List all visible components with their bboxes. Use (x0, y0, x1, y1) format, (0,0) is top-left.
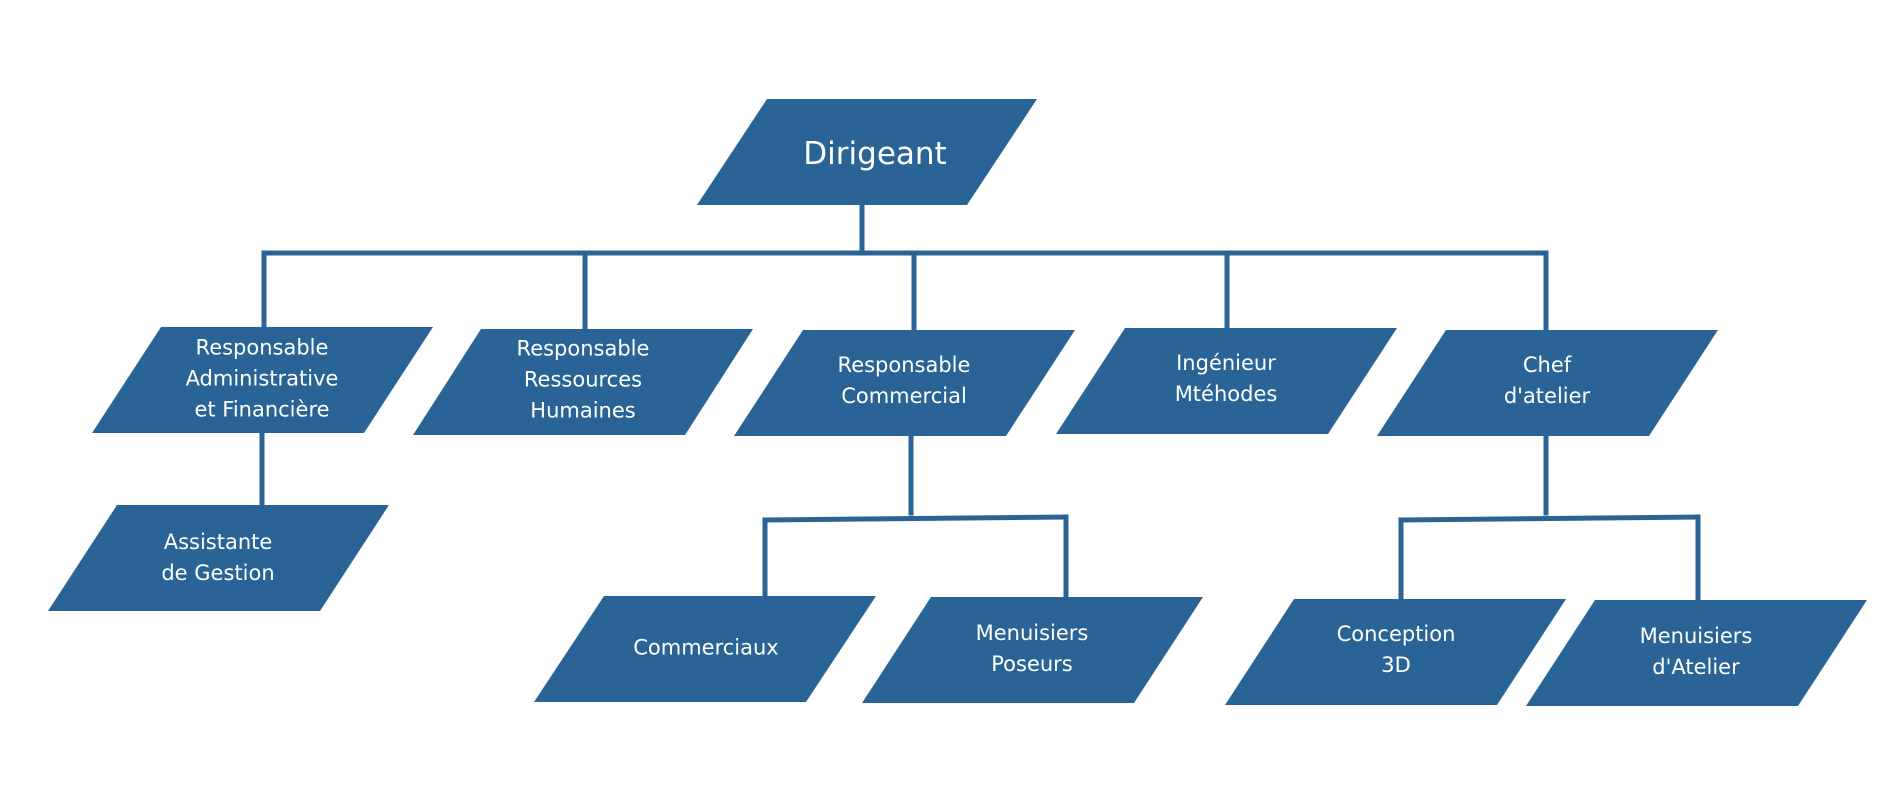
node-label-line: Menuisiers (1640, 624, 1753, 648)
node-label-line: d'Atelier (1652, 655, 1740, 679)
node-label-line: Responsable (196, 335, 329, 359)
node-shape (697, 99, 1037, 205)
connector-lines (259, 202, 1701, 601)
node-label-line: Dirigeant (803, 136, 946, 172)
node-label-line: et Financière (194, 397, 329, 421)
node-chef-atelier: Chef d'atelier (1377, 330, 1718, 436)
node-commerciaux: Commerciaux (534, 596, 876, 702)
node-label-line: Humaines (530, 398, 635, 422)
node-label: Menuisiers d'Atelier (1640, 624, 1753, 679)
node-shape (1225, 599, 1566, 705)
node-shape (534, 596, 876, 702)
node-shape (734, 330, 1075, 436)
node-label-line: Responsable (838, 353, 971, 377)
node-label-line: Commercial (841, 384, 967, 408)
node-shape (1377, 330, 1718, 436)
node-label-line: Mtéhodes (1175, 382, 1278, 406)
node-label-line: Ingénieur (1176, 351, 1276, 375)
node-shape (413, 329, 753, 435)
node-shape (862, 597, 1203, 703)
node-label-line: Commerciaux (633, 635, 779, 659)
node-label: Assistante de Gestion (161, 530, 274, 585)
node-label: Dirigeant (803, 136, 946, 172)
node-shape (92, 327, 433, 433)
node-label-line: Ressources (524, 367, 642, 391)
node-label-line: Conception (1337, 622, 1456, 646)
node-label-line: Administrative (186, 366, 339, 390)
node-label-line: de Gestion (161, 561, 274, 585)
node-label-line: 3D (1381, 653, 1411, 677)
node-label: Conception 3D (1337, 622, 1456, 677)
connector-ca-bar (1398, 514, 1701, 523)
node-assistante-de-gestion: Assistante de Gestion (48, 505, 389, 611)
node-shape (1526, 600, 1867, 706)
node-shape (48, 505, 389, 611)
node-label-line: Menuisiers (976, 621, 1089, 645)
node-conception-3d: Conception 3D (1225, 599, 1566, 705)
node-label-line: Chef (1523, 353, 1572, 377)
node-menuisiers-atelier: Menuisiers d'Atelier (1526, 600, 1867, 706)
node-dirigeant: Dirigeant (697, 99, 1037, 205)
connector-rc-bar (762, 514, 1069, 523)
node-label-line: Poseurs (991, 652, 1073, 676)
node-label: Commerciaux (633, 635, 779, 659)
node-label: Chef d'atelier (1504, 353, 1591, 408)
node-shape (1056, 328, 1397, 434)
node-label-line: d'atelier (1504, 384, 1591, 408)
node-label-line: Responsable (517, 336, 650, 360)
node-label-line: Assistante (164, 530, 273, 554)
